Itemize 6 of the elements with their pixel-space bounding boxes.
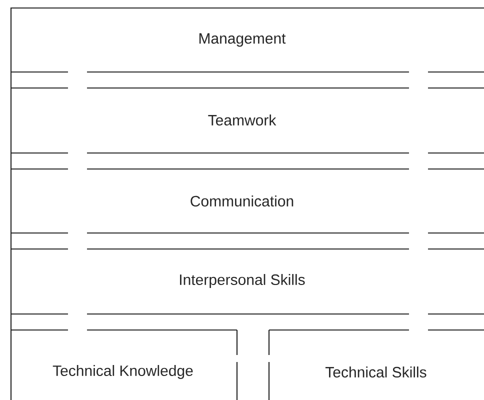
layer-block: Communication — [11, 168, 484, 234]
layer-block: Technical Knowledge — [11, 329, 238, 400]
layer-block: Interpersonal Skills — [11, 248, 484, 315]
layer-block: Technical Skills — [268, 329, 484, 400]
layer-block: Management — [11, 7, 484, 73]
layer-block: Teamwork — [11, 87, 484, 154]
